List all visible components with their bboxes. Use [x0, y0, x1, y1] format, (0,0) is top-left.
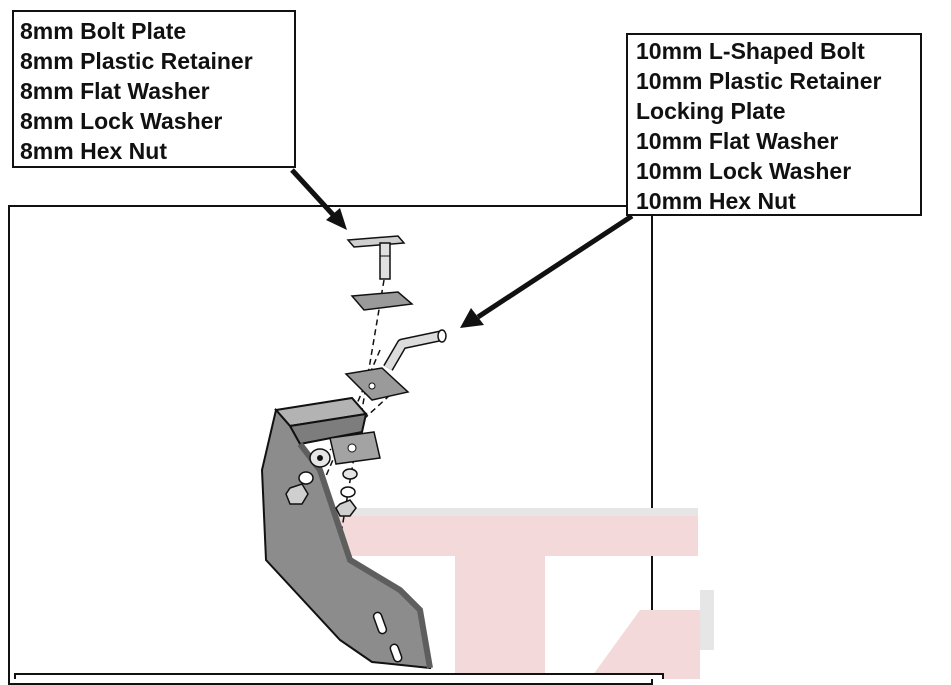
callout-line: 10mm Hex Nut — [636, 188, 796, 214]
callout-line: 10mm Flat Washer — [636, 128, 839, 154]
hex-nut-10mm — [335, 499, 357, 517]
bolt-plate-8mm — [346, 235, 406, 280]
lock-washer-10mm — [340, 486, 356, 498]
l-shaped-bolt-10mm — [383, 329, 447, 371]
watermark-logo — [318, 508, 714, 679]
callout-box-10mm-hardware: 10mm L-Shaped Bolt 10mm Plastic Retainer… — [626, 33, 922, 216]
right-callout-arrow — [460, 213, 634, 328]
flat-washer-10mm — [342, 468, 358, 480]
callout-line: Locking Plate — [636, 98, 786, 124]
callout-line: 8mm Lock Washer — [20, 108, 223, 134]
callout-line: 10mm Plastic Retainer — [636, 68, 882, 94]
callout-line: 8mm Hex Nut — [20, 138, 167, 164]
hex-nut-8mm — [285, 483, 309, 505]
left-callout-arrow — [290, 168, 347, 230]
callout-line: 10mm L-Shaped Bolt — [636, 38, 865, 64]
callout-line: 8mm Bolt Plate — [20, 18, 187, 44]
callout-line: 8mm Plastic Retainer — [20, 48, 253, 74]
callout-box-8mm-hardware: 8mm Bolt Plate 8mm Plastic Retainer 8mm … — [12, 10, 296, 168]
locking-plate — [344, 367, 410, 401]
plastic-retainer-8mm — [350, 291, 414, 311]
washer-left-flat-8mm — [309, 448, 331, 468]
callout-line: 10mm Lock Washer — [636, 158, 852, 184]
lock-washer-8mm — [298, 471, 314, 485]
next-panel-edge — [14, 673, 664, 679]
callout-line: 8mm Flat Washer — [20, 78, 210, 104]
